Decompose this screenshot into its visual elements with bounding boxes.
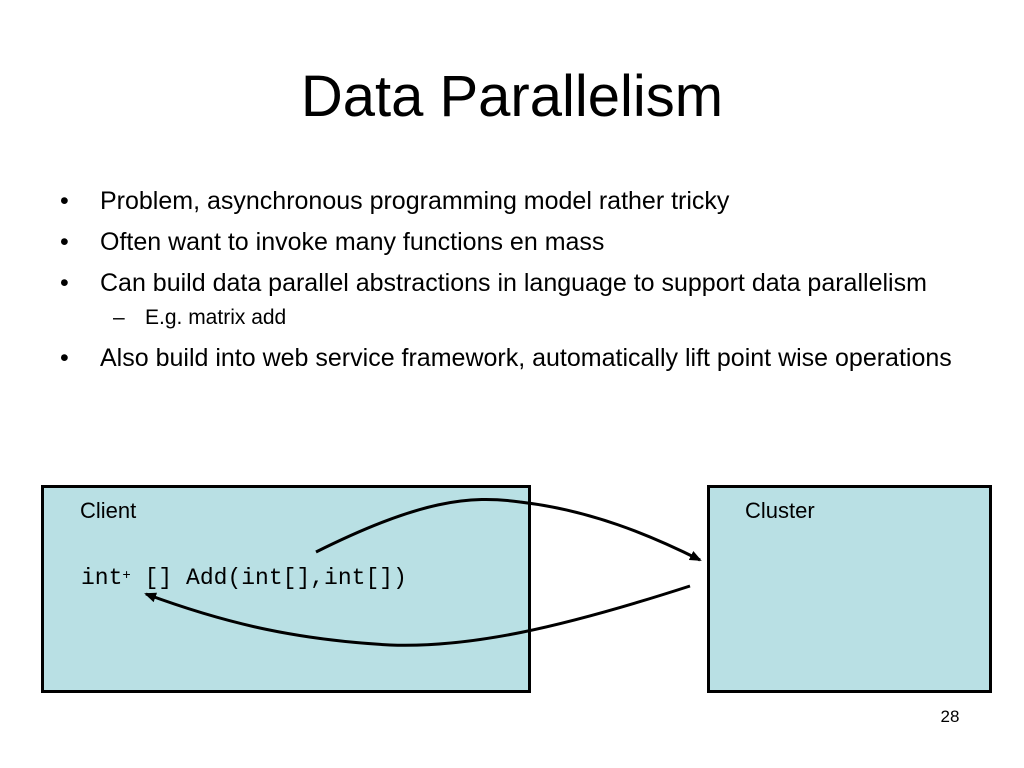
bullet-symbol: • xyxy=(60,269,69,297)
code-prefix: int xyxy=(81,565,123,591)
bullet-item: • Often want to invoke many functions en… xyxy=(60,225,960,259)
slide-title: Data Parallelism xyxy=(300,64,724,129)
bullet-text: Often want to invoke many functions en m… xyxy=(100,228,605,256)
client-box: Client int+ [] Add(int[],int[]) xyxy=(41,485,531,693)
cluster-box: Cluster xyxy=(707,485,992,693)
bullet-item: • Also build into web service framework,… xyxy=(60,341,960,375)
code-suffix: [] Add(int[],int[]) xyxy=(130,565,407,591)
bullet-item: • Problem, asynchronous programming mode… xyxy=(60,184,960,218)
bullet-text: Problem, asynchronous programming model … xyxy=(100,187,730,215)
bullet-symbol: • xyxy=(60,187,69,215)
bullet-item: • Can build data parallel abstractions i… xyxy=(60,266,960,300)
bullet-symbol: • xyxy=(60,344,69,372)
code-superscript: + xyxy=(122,568,131,584)
bullet-text: Also build into web service framework, a… xyxy=(100,344,952,372)
sub-bullet-item: – E.g. matrix add xyxy=(60,303,960,333)
bullet-symbol: • xyxy=(60,228,69,256)
code-signature: int+ [] Add(int[],int[]) xyxy=(81,564,407,592)
bullet-list: • Problem, asynchronous programming mode… xyxy=(60,184,960,382)
client-label: Client xyxy=(80,498,137,523)
sub-bullet-text: E.g. matrix add xyxy=(145,306,287,329)
sub-bullet-symbol: – xyxy=(113,306,125,329)
bullet-text: Can build data parallel abstractions in … xyxy=(100,269,927,297)
page-number: 28 xyxy=(940,707,960,726)
cluster-label: Cluster xyxy=(745,498,815,523)
